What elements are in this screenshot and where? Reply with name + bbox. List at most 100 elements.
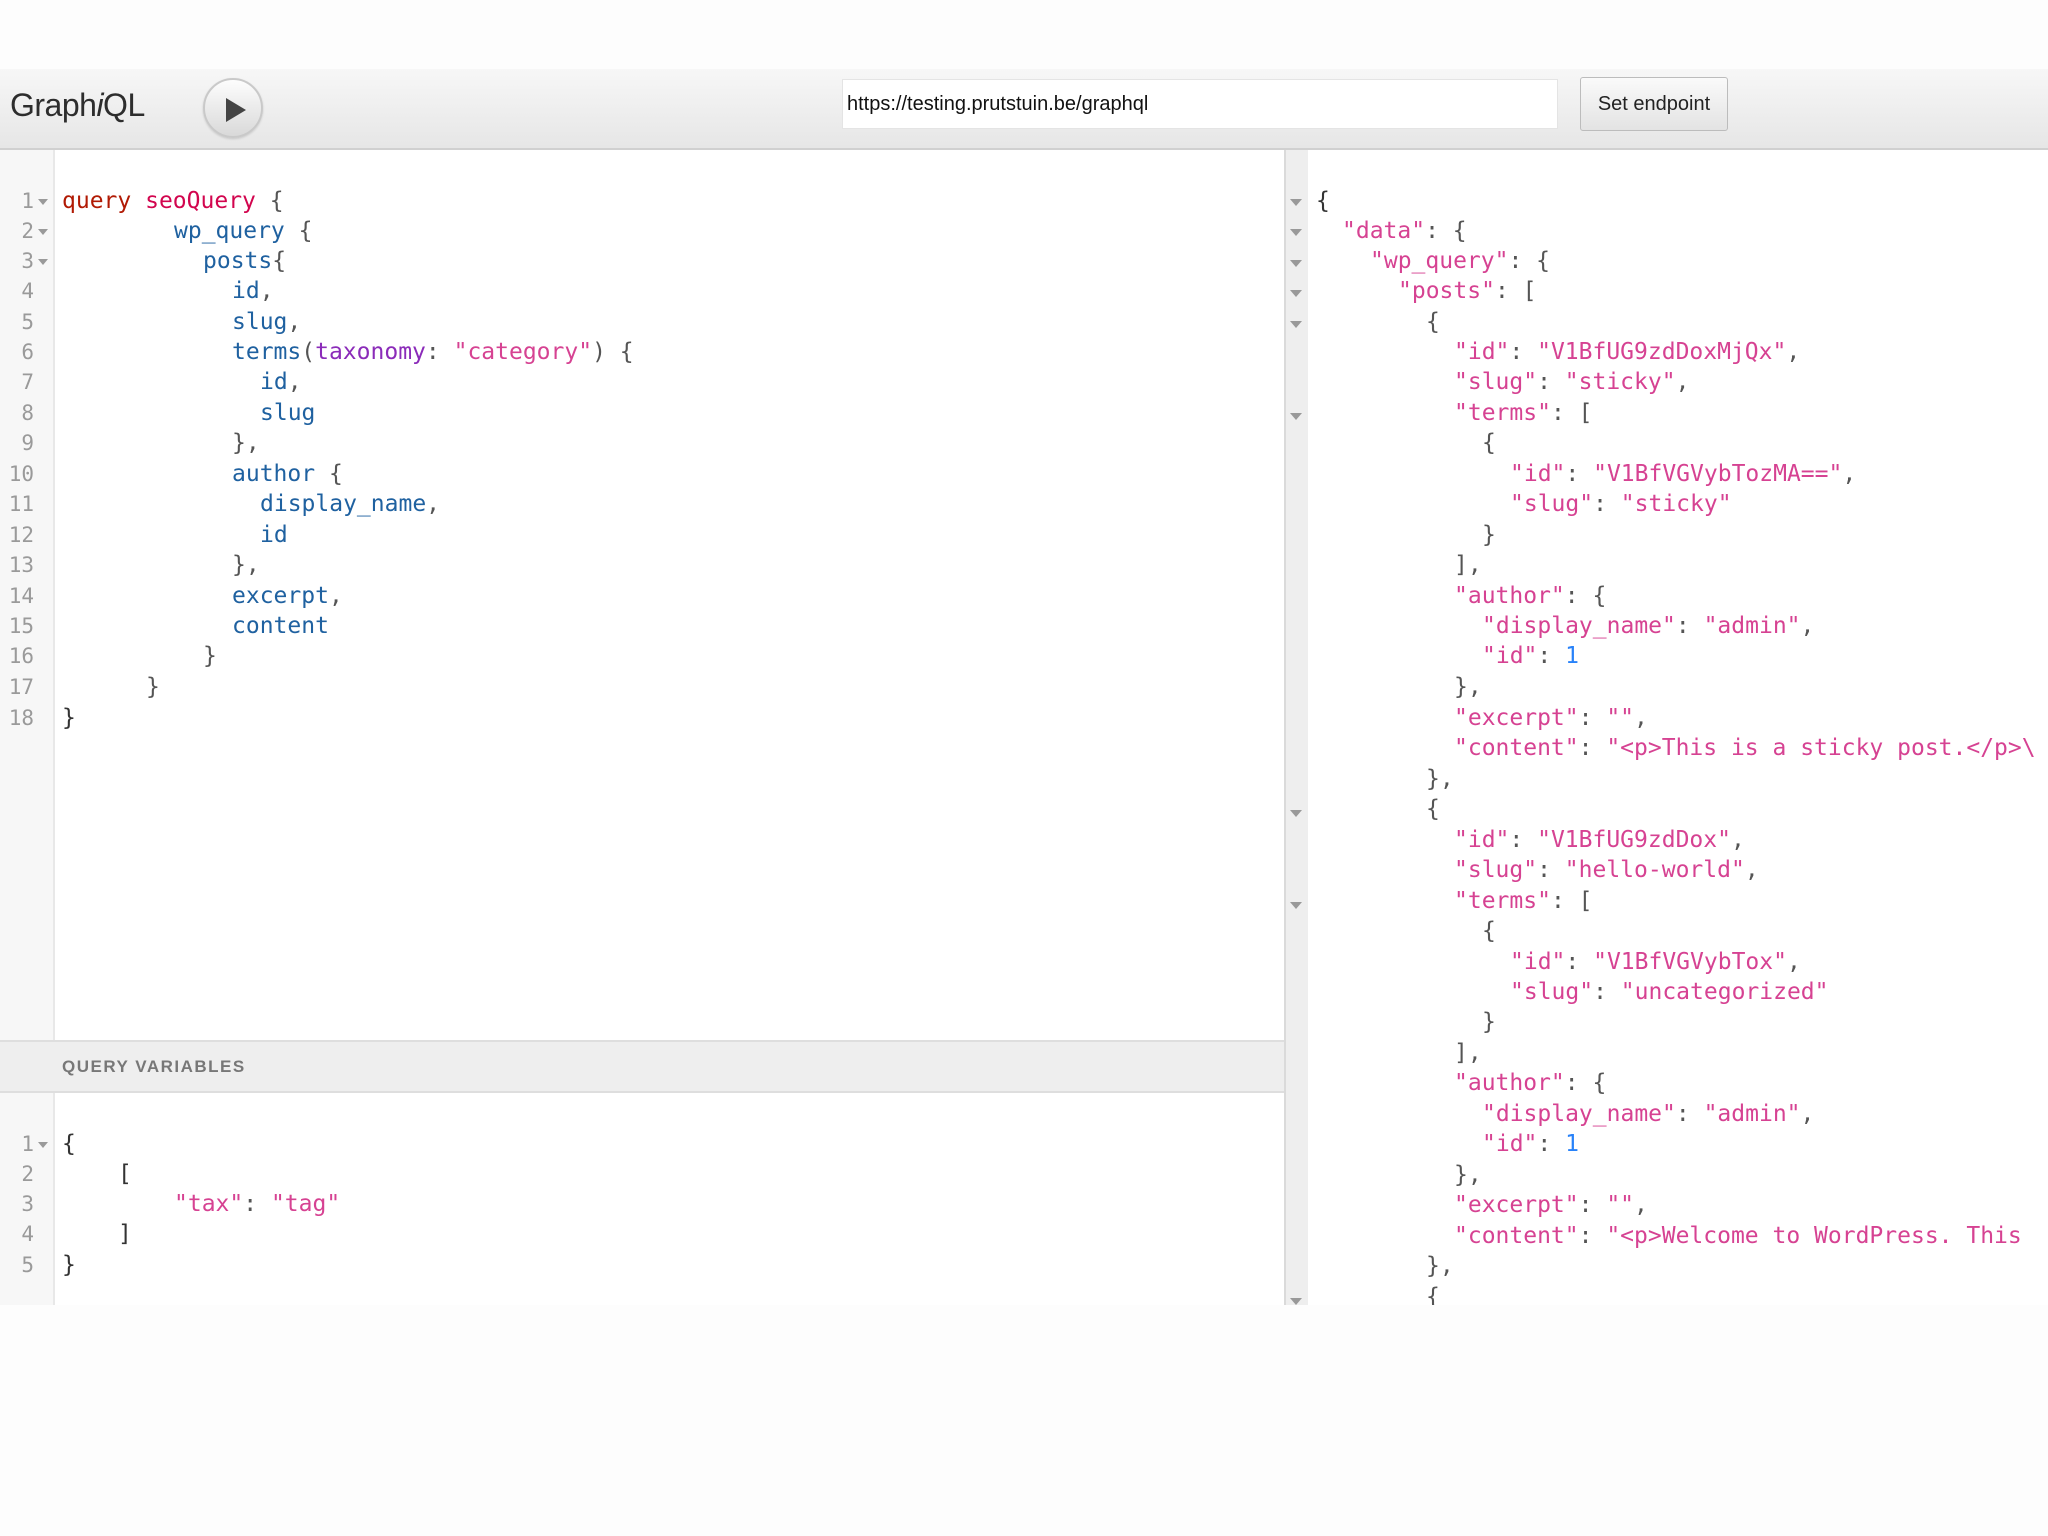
line-number: 10	[8, 462, 34, 486]
code-line: },	[1454, 1162, 1482, 1188]
query-variables-header[interactable]: QUERY VARIABLES	[0, 1040, 1284, 1093]
code-line: id,	[232, 278, 274, 304]
set-endpoint-button[interactable]: Set endpoint	[1580, 77, 1728, 131]
code-line: }	[1482, 522, 1496, 548]
code-line: }	[62, 705, 76, 731]
line-gutter: 1 2 3 4 5	[0, 1093, 55, 1305]
pane-divider[interactable]	[1284, 150, 1308, 1305]
code-line: "terms": [	[1454, 888, 1593, 914]
code-line: },	[1426, 1253, 1454, 1279]
query-editor[interactable]: 1 2 3 4 5 6 7 8 9 10 11 12 13 14 15 16 1…	[0, 150, 1284, 1040]
code-line: {	[1316, 188, 1330, 214]
line-number: 2	[21, 1162, 34, 1186]
code-line: wp_query {	[174, 218, 313, 244]
code-line: "data": {	[1342, 218, 1467, 244]
fold-arrow-icon[interactable]	[1290, 290, 1302, 297]
code-line: }	[62, 1252, 76, 1278]
result-viewer[interactable]: { "data": { "wp_query": { "posts": [ { "…	[1308, 150, 2048, 1305]
code-line: "display_name": "admin",	[1482, 613, 1815, 639]
line-number: 5	[21, 310, 34, 334]
code-line: "id": 1	[1482, 1131, 1579, 1157]
code-line: excerpt,	[232, 583, 343, 609]
line-number: 1	[21, 1132, 34, 1156]
fold-arrow-icon[interactable]	[1290, 413, 1302, 420]
code-line: "posts": [	[1398, 278, 1537, 304]
code-line: slug,	[232, 309, 302, 335]
code-line: {	[1426, 796, 1440, 822]
fold-arrow-icon[interactable]	[38, 199, 48, 205]
code-line: }	[146, 674, 160, 700]
line-number: 16	[8, 644, 34, 668]
code-line: "id": "V1BfUG9zdDox",	[1454, 827, 1745, 853]
code-line: }	[1482, 1009, 1496, 1035]
line-number: 6	[21, 340, 34, 364]
fold-arrow-icon[interactable]	[1290, 199, 1302, 206]
line-number: 4	[21, 279, 34, 303]
code-line: "slug": "hello-world",	[1454, 857, 1759, 883]
fold-arrow-icon[interactable]	[1290, 321, 1302, 328]
code-line: "author": {	[1454, 1070, 1607, 1096]
code-line: "slug": "sticky",	[1454, 369, 1690, 395]
query-variables-editor[interactable]: 1 2 3 4 5 { [ "tax": "tag" ] }	[0, 1093, 1284, 1305]
line-number: 11	[8, 492, 34, 516]
fold-arrow-icon[interactable]	[38, 229, 48, 235]
line-number: 8	[21, 401, 34, 425]
toolbar: GraphiQL Set endpoint	[0, 69, 2048, 150]
code-line: {	[1482, 430, 1496, 456]
code-line: "excerpt": "",	[1454, 705, 1648, 731]
fold-arrow-icon[interactable]	[1290, 1298, 1302, 1305]
line-gutter: 1 2 3 4 5 6 7 8 9 10 11 12 13 14 15 16 1…	[0, 150, 55, 1040]
line-number: 17	[8, 675, 34, 699]
code-line: "content": "<p>Welcome to WordPress. Thi…	[1454, 1223, 2022, 1249]
line-number: 3	[21, 1192, 34, 1216]
line-number: 4	[21, 1222, 34, 1246]
code-line: },	[232, 430, 260, 456]
line-number: 3	[21, 249, 34, 273]
code-line: "excerpt": "",	[1454, 1192, 1648, 1218]
line-number: 18	[8, 706, 34, 730]
line-number: 5	[21, 1253, 34, 1277]
line-number: 15	[8, 614, 34, 638]
code-line: {	[1426, 309, 1440, 335]
code-line: "id": "V1BfUG9zdDoxMjQx",	[1454, 339, 1801, 365]
code-line: author {	[232, 461, 343, 487]
code-line: "id": "V1BfVGVybTox",	[1510, 949, 1801, 975]
play-icon	[226, 98, 246, 122]
query-variables-title: QUERY VARIABLES	[62, 1057, 246, 1076]
fold-arrow-icon[interactable]	[1290, 229, 1302, 236]
code-line: "id": "V1BfVGVybTozMA==",	[1510, 461, 1857, 487]
fold-arrow-icon[interactable]	[38, 1142, 48, 1148]
endpoint-input[interactable]	[842, 79, 1558, 129]
code-line: id	[260, 522, 288, 548]
code-line: id,	[260, 369, 302, 395]
fold-arrow-icon[interactable]	[1290, 902, 1302, 909]
line-number: 9	[21, 431, 34, 455]
execute-query-button[interactable]	[203, 78, 263, 138]
code-line: },	[1454, 674, 1482, 700]
code-line: "tax": "tag"	[174, 1191, 341, 1217]
code-line: "author": {	[1454, 583, 1607, 609]
fold-arrow-icon[interactable]	[1290, 810, 1302, 817]
code-line: {	[62, 1131, 76, 1157]
code-line: query seoQuery {	[62, 188, 284, 214]
fold-arrow-icon[interactable]	[38, 259, 48, 265]
code-line: [	[118, 1161, 132, 1187]
code-line: "terms": [	[1454, 400, 1593, 426]
code-line: ],	[1454, 1040, 1482, 1066]
code-line: },	[232, 552, 260, 578]
code-line: slug	[260, 400, 316, 426]
code-line: "display_name": "admin",	[1482, 1101, 1815, 1127]
line-number: 1	[21, 189, 34, 213]
code-line: ],	[1454, 552, 1482, 578]
code-line: posts{	[203, 248, 287, 274]
line-number: 2	[21, 219, 34, 243]
code-line: terms(taxonomy: "category") {	[232, 339, 634, 365]
code-line: "content": "<p>This is a sticky post.</p…	[1454, 735, 2036, 761]
code-line: ]	[118, 1221, 132, 1247]
line-number: 13	[8, 553, 34, 577]
code-line: },	[1426, 766, 1454, 792]
line-number: 7	[21, 370, 34, 394]
line-number: 14	[8, 584, 34, 608]
code-line: "wp_query": {	[1370, 248, 1551, 274]
fold-arrow-icon[interactable]	[1290, 260, 1302, 267]
